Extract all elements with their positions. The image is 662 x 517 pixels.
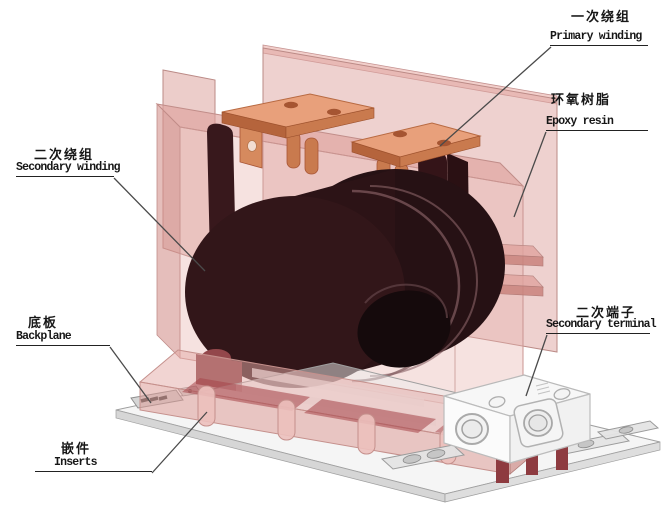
backplane-label-en: Backplane (16, 330, 110, 346)
case-left-face (156, 103, 181, 359)
leader-epoxy-resin (513, 131, 547, 218)
bracket-hole (247, 140, 257, 152)
primary-winding-label-en: Primary winding (550, 30, 648, 46)
secondary-terminal-label-zh: 二次端子 (576, 305, 637, 320)
terminal-clip (488, 396, 506, 408)
leader-inserts (151, 411, 208, 474)
primary-winding-label-zh: 一次绕组 (571, 9, 632, 24)
coil-front (185, 196, 405, 388)
terminal-ring-inner (528, 414, 548, 432)
leader-lines (109, 46, 552, 474)
coil-highlight (351, 189, 461, 383)
primary-pad-right-side (399, 135, 481, 168)
primary-pad-left-side (285, 107, 375, 139)
copper-stud (304, 137, 319, 175)
coil-highlight (369, 185, 478, 377)
terminal-markings (535, 382, 551, 395)
inserts-label-en: Inserts (35, 456, 152, 472)
epoxy-resin-label-zh: 环氧树脂 (551, 92, 612, 107)
backplane-label-zh: 底板 (28, 315, 59, 330)
secondary-terminal-block (443, 374, 591, 483)
plate-edge-right (444, 441, 661, 503)
terminal-clip (553, 388, 571, 400)
secondary-winding-label-zh: 二次绕组 (34, 147, 95, 162)
leader-secondary-winding (113, 177, 206, 272)
primary-winding-terminals (221, 93, 482, 199)
leader-backplane (109, 346, 152, 404)
epoxy-resin-label-en: Epoxy resin (546, 115, 648, 131)
secondary-terminal-label-en: Secondary terminal (546, 318, 657, 334)
terminal-ring-inner (461, 419, 483, 439)
secondary-winding-label-en: Secondary winding (16, 161, 121, 177)
plate-slots (380, 420, 660, 470)
pad-hole (284, 101, 298, 109)
leader-primary-winding (439, 46, 552, 147)
inserts-label-zh: 嵌件 (61, 441, 92, 456)
hole-rim-highlight (364, 283, 448, 319)
pad-hole (393, 130, 407, 138)
coil-center-hole (357, 290, 451, 368)
secondary-winding-coil (185, 169, 505, 388)
pad-hole (327, 108, 341, 116)
leader-secondary-terminal (525, 334, 548, 397)
